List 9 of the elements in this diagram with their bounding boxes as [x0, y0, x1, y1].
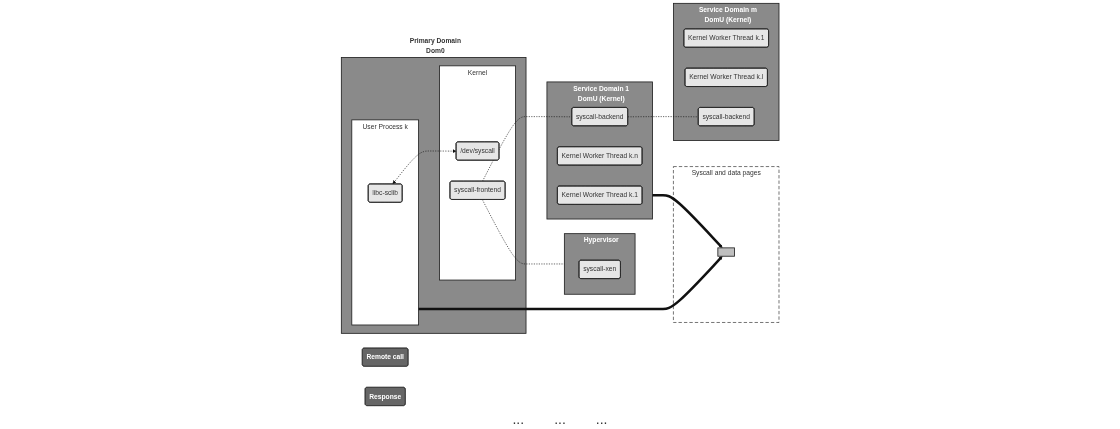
arrow — [418, 256, 723, 311]
node-box — [717, 247, 735, 257]
ellipsis-label: ... — [595, 411, 608, 427]
connector — [481, 199, 565, 265]
arrow — [652, 193, 723, 249]
ellipsis-label: ... — [512, 411, 525, 427]
cluster — [340, 57, 527, 334]
ellipsis-label: ... — [554, 411, 566, 427]
connector — [627, 116, 699, 118]
